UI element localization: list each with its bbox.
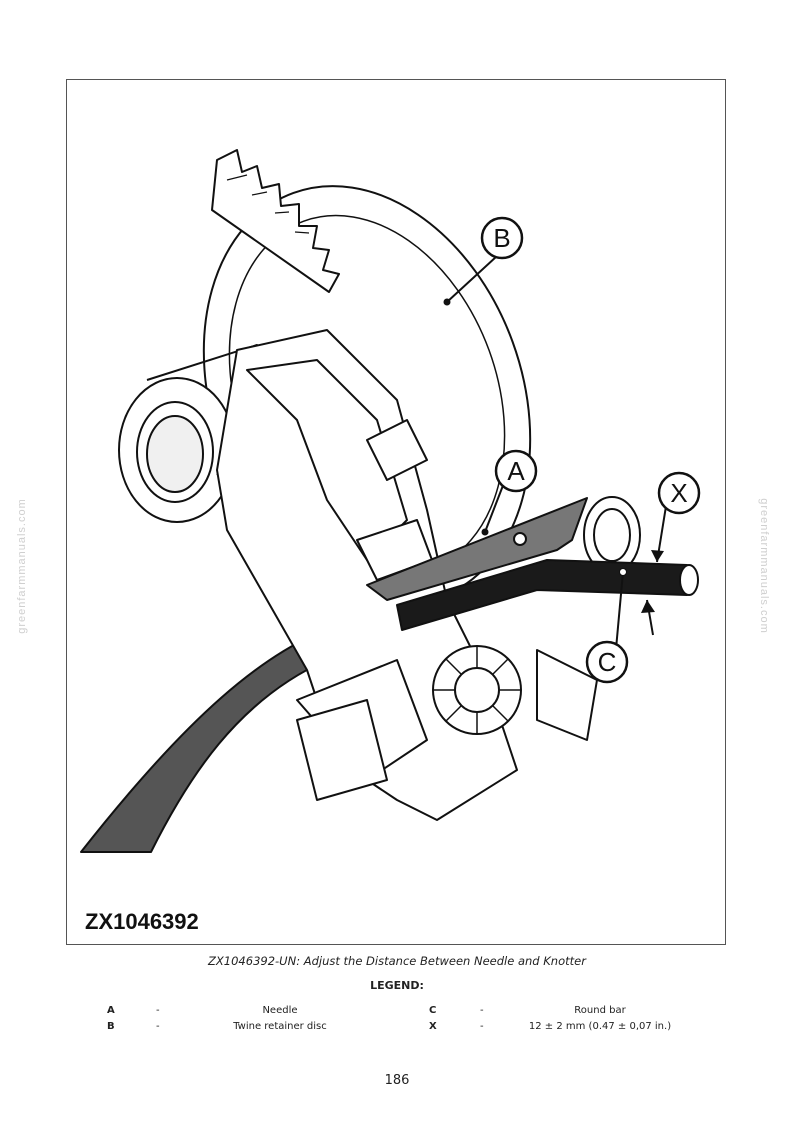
legend-dash: - (480, 1021, 484, 1032)
disc-gear-teeth (211, 149, 340, 293)
callout-c-circle (585, 640, 629, 684)
figure-frame: B A X C ZX1046392 (66, 79, 726, 945)
callout-a-label: A (507, 456, 525, 486)
watermark-left: greenfarmmanuals.com (16, 498, 28, 634)
legend-row: B - Twine retainer disc X - 12 ± 2 mm (0… (0, 1021, 794, 1037)
watermark-right: greenfarmmanuals.com (758, 498, 770, 634)
figure-caption: ZX1046392-UN: Adjust the Distance Betwee… (208, 954, 586, 968)
callout-a-circle (494, 449, 538, 493)
figure-id-label: ZX1046392 (85, 909, 199, 934)
callout-b-circle (480, 216, 524, 260)
needle (366, 497, 588, 601)
legend-dash: - (480, 1005, 484, 1016)
legend-description: 12 ± 2 mm (0.47 ± 0,07 in.) (528, 1021, 672, 1032)
legend-description: Twine retainer disc (233, 1021, 327, 1032)
legend-key: X (429, 1021, 437, 1032)
knotter-illustration: B A X C (80, 149, 701, 853)
legend-description: Needle (262, 1005, 298, 1016)
legend-key: A (107, 1005, 115, 1016)
legend-description: Round bar (574, 1005, 626, 1016)
legend-key: B (107, 1021, 115, 1032)
callout-b-label: B (493, 223, 510, 253)
callout-x-circle (657, 471, 701, 515)
legend-title: LEGEND: (370, 979, 424, 992)
page-number: 186 (384, 1073, 410, 1088)
callout-x-label: X (670, 478, 687, 508)
legend-row: A - Needle C - Round bar (0, 1005, 794, 1021)
legend-dash: - (156, 1005, 160, 1016)
callout-c-label: C (598, 647, 617, 677)
legend-key: C (429, 1005, 437, 1016)
legend-dash: - (156, 1021, 160, 1032)
